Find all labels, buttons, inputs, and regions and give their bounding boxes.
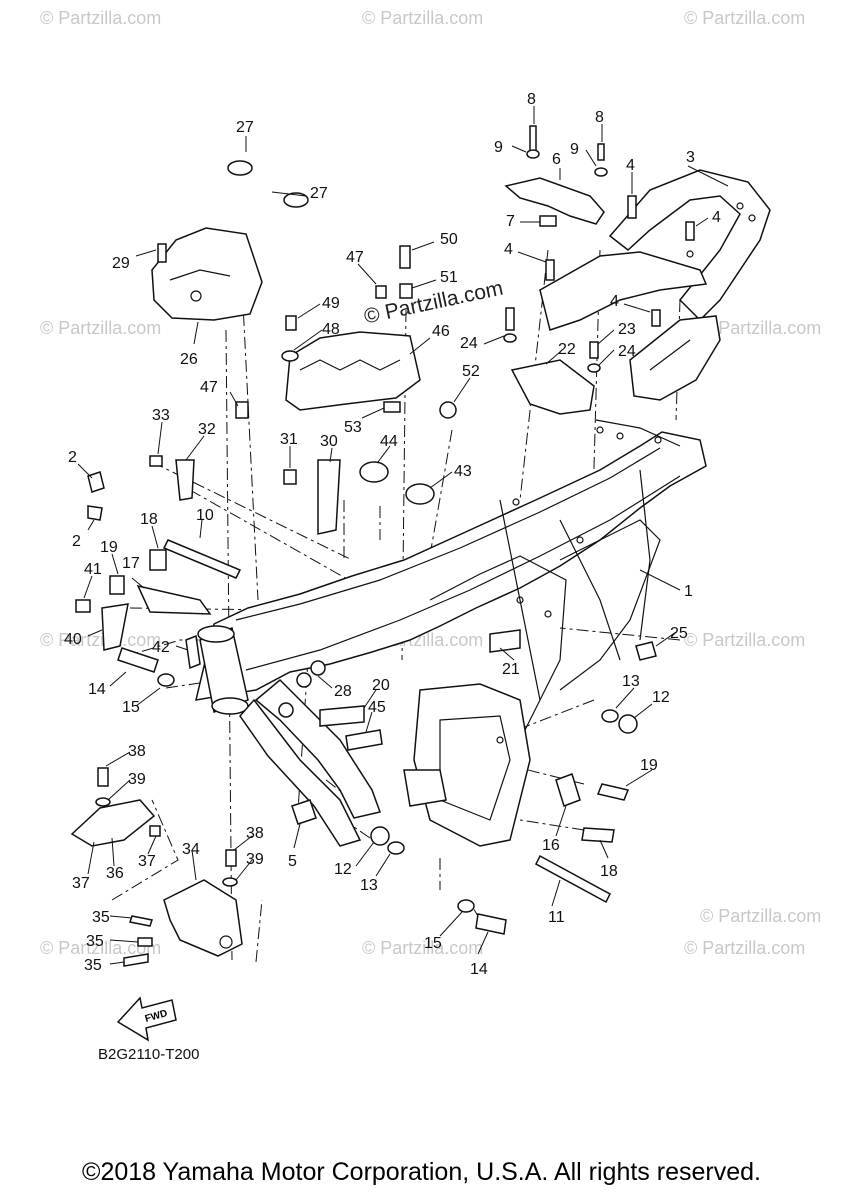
callout: 32 (198, 421, 216, 438)
callout: 8 (595, 109, 604, 126)
rear-stay-plate (504, 177, 605, 227)
fasteners (75, 125, 695, 967)
engine-mount-brackets (70, 799, 243, 957)
callout: 21 (502, 661, 520, 678)
callout: 49 (322, 295, 340, 312)
watermark: © Partzilla.com (40, 318, 162, 338)
fwd-arrow: FWD (116, 996, 177, 1042)
callout: 14 (470, 961, 488, 978)
callout: 19 (640, 757, 658, 774)
callout: 3 (686, 149, 695, 166)
callout: 42 (152, 639, 170, 656)
callout: 11 (548, 909, 565, 926)
callout: 29 (112, 255, 130, 272)
callout: 15 (424, 935, 442, 952)
watermark: © Partzilla.com (700, 318, 822, 338)
leader-lines (77, 106, 729, 965)
battery-box (285, 331, 421, 413)
callout: 23 (618, 321, 636, 338)
callout: 2 (72, 533, 81, 550)
watermark: © Partzilla.com (684, 938, 806, 958)
callout: 45 (368, 699, 386, 716)
front-bracket (151, 160, 309, 321)
tail-cowl-bracket (629, 315, 721, 401)
callout: 12 (652, 689, 670, 706)
callout: 7 (506, 213, 515, 230)
watermark: © Partzilla.com (40, 8, 162, 28)
brackets (489, 359, 657, 661)
callout: 4 (712, 209, 721, 226)
callout: 15 (122, 699, 140, 716)
callout: 35 (84, 957, 102, 974)
callout: 4 (504, 241, 513, 258)
callout: 19 (100, 539, 118, 556)
callout: 38 (128, 743, 146, 760)
callout: 24 (618, 343, 636, 360)
callout: 4 (626, 157, 635, 174)
callout: 22 (558, 341, 576, 358)
callout: 37 (138, 853, 156, 870)
callout: 35 (86, 933, 104, 950)
callout: 35 (92, 909, 110, 926)
callout: 12 (334, 861, 352, 878)
callout: 47 (346, 249, 364, 266)
callout: 51 (440, 269, 458, 286)
callout: 20 (372, 677, 390, 694)
callout: 37 (72, 875, 90, 892)
callout: 30 (320, 433, 338, 450)
callout: 40 (64, 631, 82, 648)
callout: 17 (122, 555, 140, 572)
callout: 38 (246, 825, 264, 842)
callout: 5 (288, 853, 297, 870)
watermark: © Partzilla.com (684, 8, 806, 28)
callout: 10 (196, 507, 214, 524)
callout: 48 (322, 321, 340, 338)
callout: 36 (106, 865, 124, 882)
callout: 9 (494, 139, 503, 156)
callout: 26 (180, 351, 198, 368)
callout: 27 (236, 119, 254, 136)
callout: 39 (246, 851, 264, 868)
callout: 18 (600, 863, 618, 880)
callout: 46 (432, 323, 450, 340)
callout: 4 (610, 293, 619, 310)
callout: 13 (622, 673, 640, 690)
diagram-code: B2G2110-T200 (98, 1046, 200, 1063)
callout: 52 (462, 363, 480, 380)
callout: 27 (310, 185, 328, 202)
copyright-notice: ©2018 Yamaha Motor Corporation, U.S.A. A… (82, 1158, 761, 1186)
callout: 43 (454, 463, 472, 480)
callout: 8 (527, 91, 536, 108)
callout: 13 (360, 877, 378, 894)
callout-numbers: 27 27 29 26 47 47 50 51 49 48 46 52 53 8… (64, 91, 721, 978)
callout: 33 (152, 407, 170, 424)
callout: 41 (84, 561, 102, 578)
watermark: © Partzilla.com (40, 630, 162, 650)
callout: 39 (128, 771, 146, 788)
callout: 1 (684, 583, 693, 600)
callout: 28 (334, 683, 352, 700)
callout: 24 (460, 335, 478, 352)
watermark: © Partzilla.com (362, 938, 484, 958)
callout: 53 (344, 419, 362, 436)
callout: 31 (280, 431, 298, 448)
callout: 2 (68, 449, 77, 466)
callout: 47 (200, 379, 218, 396)
callout: 44 (380, 433, 398, 450)
callout: 18 (140, 511, 158, 528)
callout: 50 (440, 231, 458, 248)
watermark: © Partzilla.com (684, 630, 806, 650)
watermark: © Partzilla.com (700, 906, 822, 926)
watermark: © Partzilla.com (40, 938, 162, 958)
main-frame (195, 419, 707, 847)
callout: 16 (542, 837, 560, 854)
callout: 34 (182, 841, 200, 858)
callout: 6 (552, 151, 561, 168)
callout: 9 (570, 141, 579, 158)
watermark: © Partzilla.com (362, 8, 484, 28)
callout: 14 (88, 681, 106, 698)
rear-grab-rail (539, 169, 771, 331)
callout: 25 (670, 625, 688, 642)
